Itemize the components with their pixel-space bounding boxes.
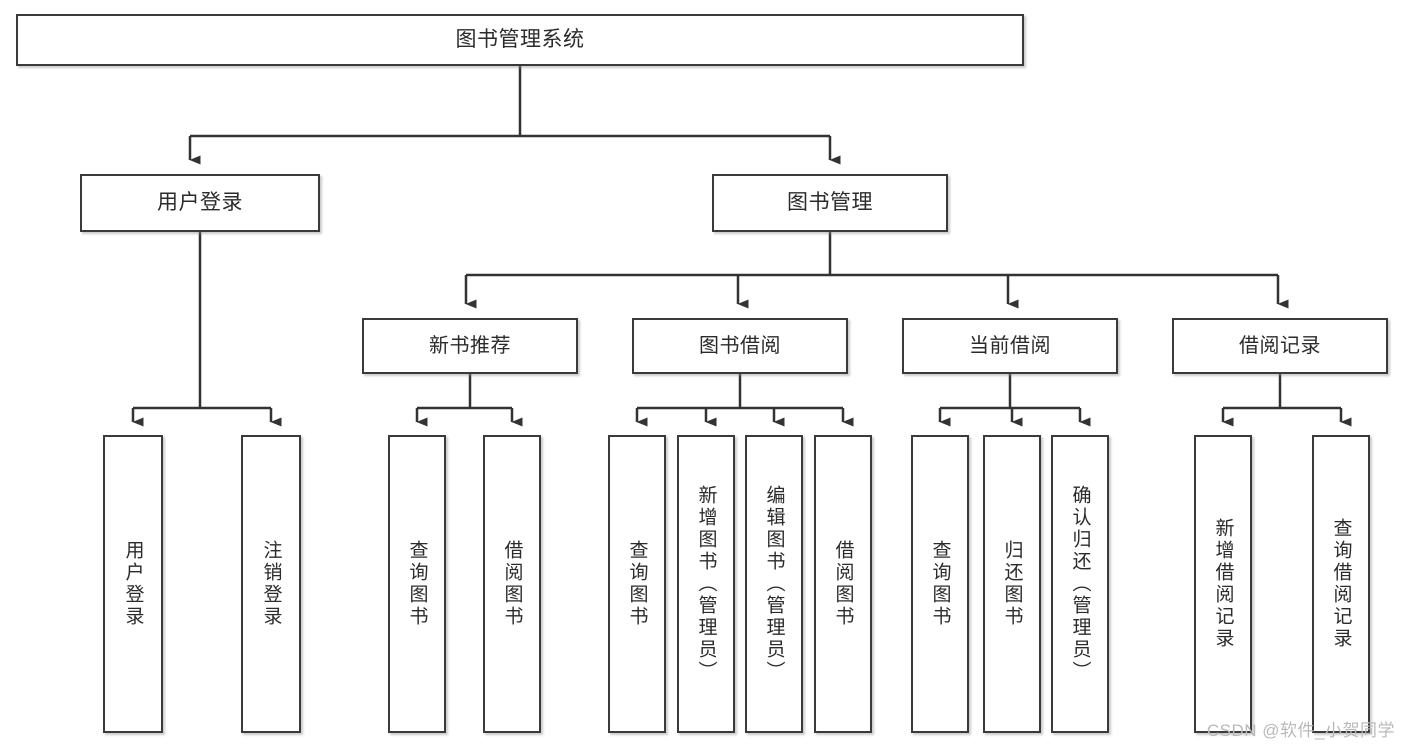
leaf-search-borrow-record[interactable]: 查询借阅记录	[1312, 435, 1370, 733]
node-new-book-recommend[interactable]: 新书推荐	[362, 318, 578, 374]
leaf-search-book-2[interactable]: 查询图书	[608, 435, 666, 733]
node-book-borrow-label: 图书借阅	[699, 334, 781, 357]
leaf-search-book-1-label: 查询图书	[406, 540, 428, 628]
node-book-borrow[interactable]: 图书借阅	[632, 318, 848, 374]
node-root-label: 图书管理系统	[455, 27, 585, 51]
leaf-search-book-3-label: 查询图书	[929, 540, 951, 628]
leaf-user-login-label: 用户登录	[122, 540, 144, 628]
node-borrow-record[interactable]: 借阅记录	[1172, 318, 1388, 374]
node-book-management-label: 图书管理	[787, 190, 873, 214]
node-user-login-label: 用户登录	[157, 190, 243, 214]
leaf-search-borrow-record-label: 查询借阅记录	[1330, 518, 1352, 650]
node-new-book-recommend-label: 新书推荐	[429, 334, 511, 357]
leaf-add-book-admin[interactable]: 新增图书（管理员）	[677, 435, 735, 733]
leaf-search-book-2-label: 查询图书	[626, 540, 648, 628]
leaf-add-borrow-record[interactable]: 新增借阅记录	[1194, 435, 1252, 733]
leaf-logout-label: 注销登录	[260, 540, 282, 628]
leaf-borrow-book-1[interactable]: 借阅图书	[483, 435, 541, 733]
node-current-borrow-label: 当前借阅	[969, 334, 1051, 357]
leaf-edit-book-admin[interactable]: 编辑图书（管理员）	[745, 435, 803, 733]
node-user-login[interactable]: 用户登录	[80, 174, 320, 232]
leaf-borrow-book-2-label: 借阅图书	[832, 540, 854, 628]
node-borrow-record-label: 借阅记录	[1239, 334, 1321, 357]
leaf-add-borrow-record-label: 新增借阅记录	[1212, 518, 1234, 650]
leaf-borrow-book-1-label: 借阅图书	[501, 540, 523, 628]
leaf-edit-book-admin-label: 编辑图书（管理员）	[763, 485, 785, 683]
leaf-borrow-book-2[interactable]: 借阅图书	[814, 435, 872, 733]
node-book-management[interactable]: 图书管理	[712, 174, 948, 232]
leaf-confirm-return-admin-label: 确认归还（管理员）	[1069, 485, 1091, 683]
leaf-return-book-label: 归还图书	[1001, 540, 1023, 628]
leaf-user-login[interactable]: 用户登录	[103, 435, 163, 733]
leaf-confirm-return-admin[interactable]: 确认归还（管理员）	[1051, 435, 1109, 733]
leaf-search-book-3[interactable]: 查询图书	[911, 435, 969, 733]
node-current-borrow[interactable]: 当前借阅	[902, 318, 1118, 374]
leaf-add-book-admin-label: 新增图书（管理员）	[695, 485, 717, 683]
node-root[interactable]: 图书管理系统	[16, 14, 1024, 66]
leaf-search-book-1[interactable]: 查询图书	[388, 435, 446, 733]
leaf-logout[interactable]: 注销登录	[241, 435, 301, 733]
leaf-return-book[interactable]: 归还图书	[983, 435, 1041, 733]
